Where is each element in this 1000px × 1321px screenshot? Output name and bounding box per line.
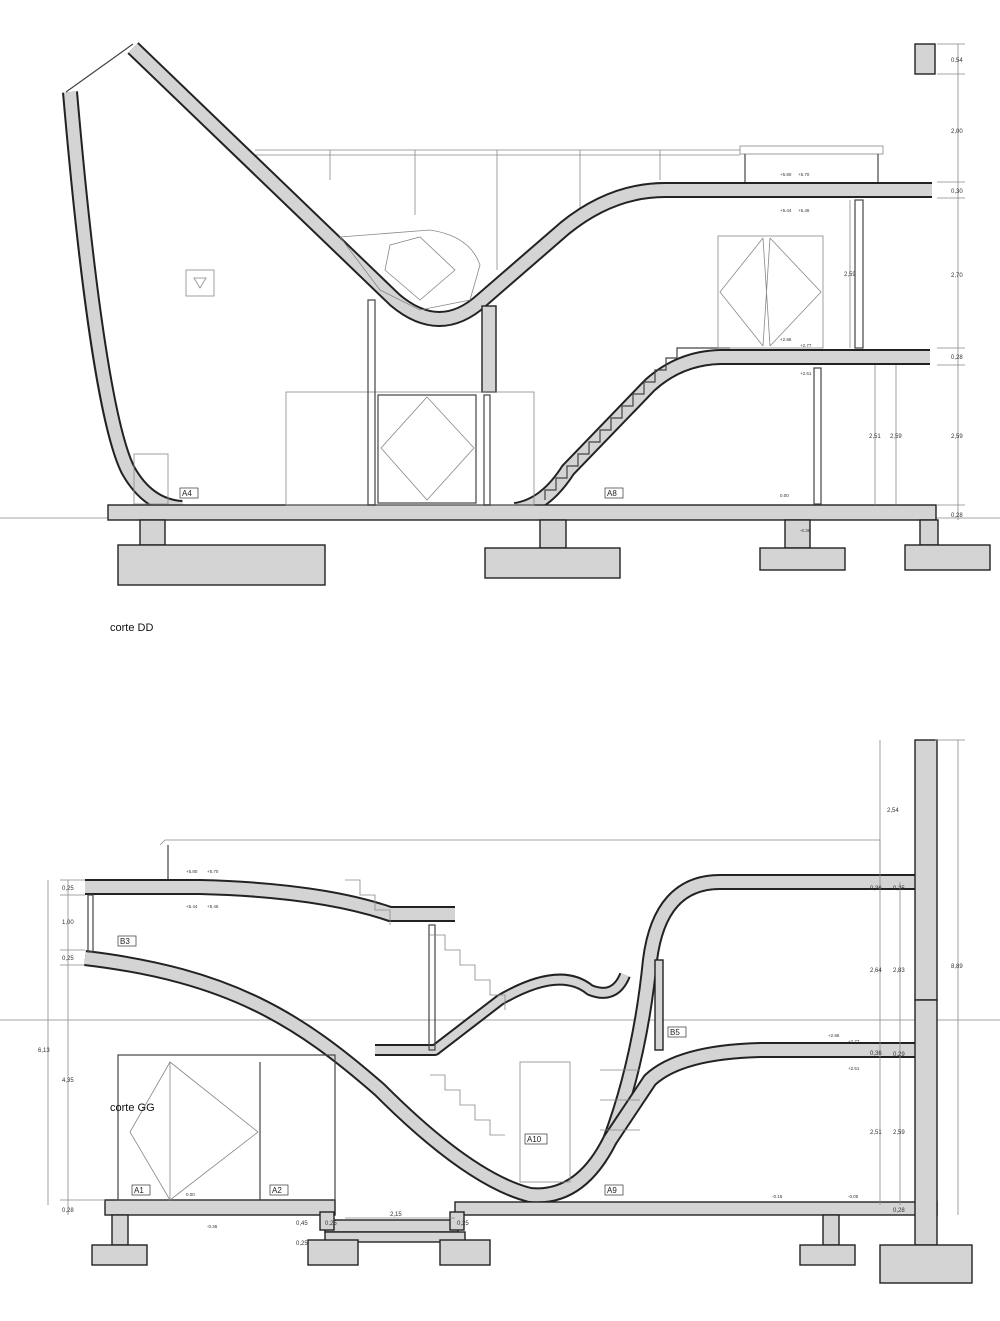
doors-windows [133,199,864,506]
room-label: A2 [272,1186,282,1195]
dimension-lines [47,739,965,1219]
dim-label: 0,25 [62,886,74,892]
dim-label: 4,35 [62,1078,74,1084]
dim-label: 0,54 [951,58,963,64]
concrete-shell [62,42,937,521]
dim-label: 6,13 [38,1048,50,1054]
foundations [117,519,991,586]
dim-label: 0,36 [870,886,882,892]
dim-label: 0,28 [62,1208,74,1214]
dim-label: 2,51 [870,1130,882,1136]
level-label: +5.70 [207,869,219,874]
ground-slab [104,1199,336,1216]
level-label: +2.86 [828,1033,840,1038]
dim-label: 2,64 [870,968,882,974]
dim-label: 8,89 [951,964,963,970]
section-title: corte GG [110,1102,155,1114]
dim-label: 2,70 [951,273,963,279]
room-label: A9 [607,1186,617,1195]
dim-label: 2,15 [390,1212,402,1218]
dim-label: 0,45 [296,1221,308,1227]
level-label: 0.00 [186,1192,195,1197]
dim-label: 0,25 [893,886,905,892]
dim-label: 0,28 [951,355,963,361]
dim-label: 2,59 [951,434,963,440]
section-title: corte DD [110,622,153,634]
triangle-icon [193,277,207,289]
room-label: A8 [607,489,617,498]
level-label: -0.36 [800,528,811,533]
roof-railing [255,145,884,270]
level-label: -0.16 [772,1194,783,1199]
level-label: +5.80 [780,172,792,177]
room-label: A10 [527,1135,542,1144]
doors-windows [87,879,640,1201]
level-label: +5.44 [186,904,198,909]
section-gg: B3 B5 A1 A2 A10 A9 0,25 1,00 0,25 6,13 4… [0,739,1000,1284]
concrete-shell [84,739,938,1233]
dim-label: 0,25 [296,1241,308,1247]
level-label: +5.46 [207,904,219,909]
dimension-lines [849,43,965,520]
dim-label: 0,28 [893,1208,905,1214]
stair [544,347,730,500]
room-label: A4 [182,489,192,498]
level-label: +5.46 [798,208,810,213]
level-label: +2.51 [800,371,812,376]
dim-label: 0,25 [325,1221,337,1227]
tall-wall [914,739,938,1001]
room-label: B3 [120,937,130,946]
dim-label: 2,00 [951,129,963,135]
dim-label: 0,25 [457,1221,469,1227]
level-label: +5.70 [798,172,810,177]
level-label: +5.44 [780,208,792,213]
level-label: +2.51 [848,1066,860,1071]
dim-label: 1,00 [62,920,74,926]
level-label: +2.86 [780,337,792,342]
level-label: 0.00 [780,493,789,498]
room-label: A1 [134,1186,144,1195]
level-label: +5.80 [186,869,198,874]
level-label: +2.77 [800,343,812,348]
section-dd: A4 A8 0,54 2,00 0,30 2,70 0,28 2,59 0,28… [0,42,1000,634]
dim-label: 0,25 [62,956,74,962]
dim-label: 0,36 [870,1051,882,1057]
level-label: -0.05 [848,1194,859,1199]
chimney [914,43,936,75]
room-label: B5 [670,1028,680,1037]
roof-railing [159,839,881,878]
level-label: +2.77 [848,1039,860,1044]
dim-label: 2,54 [887,808,899,814]
dim-label: 2,59 [893,1130,905,1136]
level-label: -0.36 [207,1224,218,1229]
dim-label: 0,28 [951,513,963,519]
dim-label: 2,59 [890,434,902,440]
dim-label: 2,51 [869,434,881,440]
foundations [91,999,973,1284]
ground-slab [107,504,937,521]
dim-label: 2,83 [893,968,905,974]
dim-label: 2,59 [844,272,856,278]
dim-label: 0,30 [951,189,963,195]
dim-label: 0,29 [893,1052,905,1058]
